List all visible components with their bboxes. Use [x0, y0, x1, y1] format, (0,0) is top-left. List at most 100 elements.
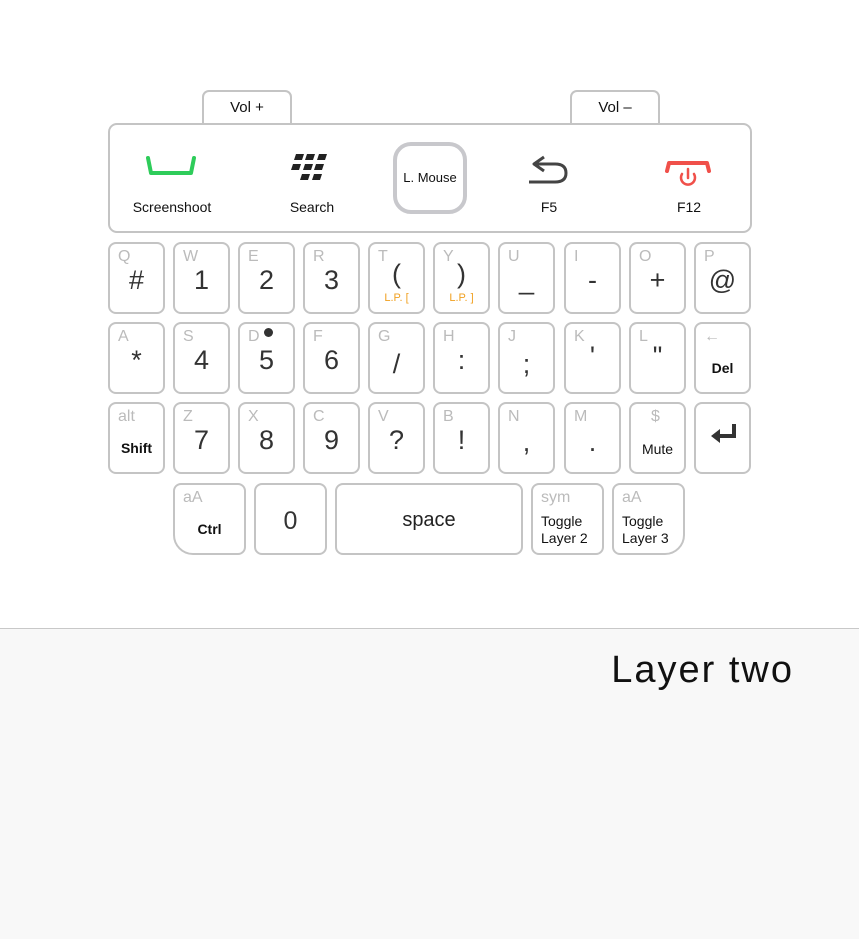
key-z-7[interactable]: Z 7	[173, 402, 230, 474]
layer-title: Layer two	[611, 649, 794, 691]
key-i-minus[interactable]: I -	[564, 242, 621, 314]
key-t-paren-open[interactable]: T ( L.P. [	[368, 242, 425, 314]
key-secondary-label: aA	[183, 489, 203, 506]
key-main-label: 7	[193, 425, 210, 455]
key-a-asterisk[interactable]: A *	[108, 322, 165, 394]
key-b-exclamation[interactable]: B !	[433, 402, 490, 474]
end-call-key[interactable]: F12	[624, 125, 754, 231]
key-secondary-label: $	[651, 408, 660, 425]
key-main-label: "	[652, 341, 663, 371]
key-main-label: space	[402, 509, 456, 531]
key-p-at[interactable]: P @	[694, 242, 751, 314]
key-toggle-layer-3[interactable]: aA Toggle Layer 3	[612, 483, 685, 555]
key-main-label: ;	[522, 349, 531, 379]
key-x-8[interactable]: X 8	[238, 402, 295, 474]
key-main-label: Shift	[120, 440, 153, 456]
end-call-power-icon	[665, 161, 711, 186]
enter-icon	[711, 424, 736, 443]
key-m-period[interactable]: M .	[564, 402, 621, 474]
key-secondary-label: S	[183, 328, 194, 345]
key-o-plus[interactable]: O +	[629, 242, 686, 314]
key-ctrl[interactable]: aA Ctrl	[173, 483, 246, 555]
key-main-label: 9	[323, 425, 340, 455]
key-long-press-label: L.P. ]	[449, 292, 474, 304]
key-w-1[interactable]: W 1	[173, 242, 230, 314]
key-n-comma[interactable]: N ,	[498, 402, 555, 474]
key-secondary-label: R	[313, 248, 325, 265]
key-main-label: *	[131, 345, 142, 375]
key-main-label: (	[392, 259, 401, 289]
key-e-2[interactable]: E 2	[238, 242, 295, 314]
back-arrow-icon	[529, 155, 568, 184]
key-secondary-label: V	[378, 408, 389, 425]
key-main-label: #	[128, 265, 145, 295]
f12-label: F12	[676, 199, 702, 215]
key-d-5[interactable]: D 5	[238, 322, 295, 394]
key-toggle-layer-2[interactable]: sym Toggle Layer 2	[531, 483, 604, 555]
key-main-label: -	[588, 265, 597, 295]
key-main-label: '	[589, 341, 596, 371]
key-secondary-label: aA	[622, 489, 642, 506]
key-h-colon[interactable]: H :	[433, 322, 490, 394]
key-f-6[interactable]: F 6	[303, 322, 360, 394]
layer-caption-panel: Layer two	[0, 628, 859, 939]
key-main-label: 2	[258, 265, 275, 295]
key-secondary-label: F	[313, 328, 323, 345]
key-secondary-label: C	[313, 408, 325, 425]
key-v-question[interactable]: V ?	[368, 402, 425, 474]
vol-up-button[interactable]: Vol +	[202, 90, 292, 124]
key-main-label: 3	[323, 265, 340, 295]
key-secondary-label: Q	[118, 248, 131, 265]
key-delete[interactable]: ← Del	[694, 322, 751, 394]
key-mute[interactable]: $ Mute	[629, 402, 686, 474]
key-u-underscore[interactable]: U _	[498, 242, 555, 314]
key-main-label: _	[518, 265, 535, 295]
key-main-label: 0	[283, 507, 298, 535]
key-secondary-label: W	[183, 248, 199, 265]
key-secondary-label: E	[248, 248, 259, 265]
key-secondary-label: I	[574, 248, 579, 265]
key-long-press-label: L.P. [	[384, 292, 409, 304]
key-main-label: Del	[711, 360, 734, 376]
top-function-row: Screenshoot Search L. Mouse	[108, 123, 752, 233]
key-s-4[interactable]: S 4	[173, 322, 230, 394]
home-row-dot-icon	[264, 328, 273, 337]
screenshot-key[interactable]: Screenshoot	[107, 125, 237, 231]
toggle-line-1: Toggle	[541, 513, 583, 529]
key-main-label: 5	[258, 345, 275, 375]
key-secondary-label: B	[443, 408, 454, 425]
key-main-label: ?	[388, 425, 405, 455]
key-q-hash[interactable]: Q #	[108, 242, 165, 314]
key-y-paren-close[interactable]: Y ) L.P. ]	[433, 242, 490, 314]
back-key[interactable]: F5	[484, 125, 614, 231]
key-l-quote[interactable]: L "	[629, 322, 686, 394]
key-r-3[interactable]: R 3	[303, 242, 360, 314]
key-main-label: Ctrl	[197, 521, 222, 537]
vol-down-button[interactable]: Vol –	[570, 90, 660, 124]
key-enter[interactable]	[694, 402, 751, 474]
call-answer-icon	[146, 156, 196, 175]
screenshot-label: Screenshoot	[132, 199, 212, 215]
key-c-9[interactable]: C 9	[303, 402, 360, 474]
key-g-slash[interactable]: G /	[368, 322, 425, 394]
search-key[interactable]: Search	[247, 125, 377, 231]
key-zero[interactable]: 0	[254, 483, 327, 555]
key-j-semicolon[interactable]: J ;	[498, 322, 555, 394]
key-secondary-label: P	[704, 248, 715, 265]
toggle-line-2: Layer 2	[541, 530, 588, 546]
key-main-label: :	[457, 345, 466, 375]
key-k-apostrophe[interactable]: K '	[564, 322, 621, 394]
f5-label: F5	[540, 199, 558, 215]
key-main-label: .	[588, 427, 597, 457]
toggle-line-1: Toggle	[622, 513, 664, 529]
key-secondary-label: T	[378, 248, 388, 265]
key-secondary-label: D	[248, 328, 260, 345]
key-secondary-label: alt	[118, 408, 135, 425]
toggle-line-2: Layer 3	[622, 530, 669, 546]
key-secondary-label: L	[639, 328, 648, 345]
key-main-label: Mute	[641, 441, 674, 457]
trackpad-left-mouse[interactable]: L. Mouse	[393, 142, 467, 214]
key-shift[interactable]: alt Shift	[108, 402, 165, 474]
key-main-label: @	[708, 265, 737, 295]
key-space[interactable]: space	[335, 483, 523, 555]
